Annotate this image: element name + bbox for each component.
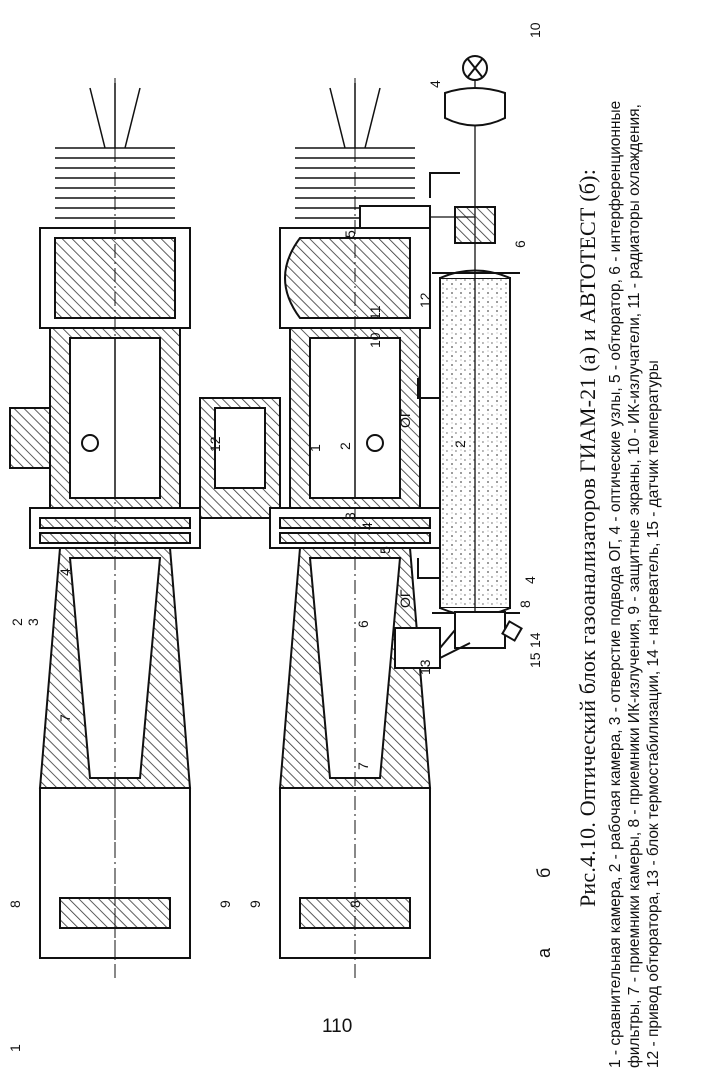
technical-drawing: 1 2 3 4 7 8 9 12 1 2 3 4 5 6 7 8 9 10 11: [7, 22, 554, 1052]
label-b-4: 4: [522, 576, 538, 584]
label-part-12: 12: [207, 436, 223, 452]
label-b-4-right: 4: [427, 80, 443, 88]
subfigure-label-a: а: [534, 947, 554, 958]
label-b-5: 5: [342, 230, 358, 238]
legend-line: 1 - сравнительная камера, 2 - рабочая ка…: [607, 100, 624, 1068]
analyzer-b-scheme: [359, 55, 523, 669]
label-part-2b: 2: [337, 442, 353, 450]
figure-legend: 1 - сравнительная камера, 2 - рабочая ка…: [606, 8, 663, 1068]
part-labels-a: 1 2 3 4 7 8 9 12 1 2 3 4 5 6 7 8 9 10 11: [7, 305, 393, 1052]
label-b-2: 2: [452, 440, 468, 448]
label-b-10: 10: [527, 22, 543, 38]
label-og-2: ОГ: [397, 409, 413, 428]
label-b-15: 15: [527, 652, 543, 668]
label-part-9b: 9: [247, 900, 263, 908]
label-b-6: 6: [512, 240, 528, 248]
label-part-3: 3: [25, 618, 41, 626]
label-og-1: ОГ: [397, 589, 413, 608]
label-part-11: 11: [367, 305, 383, 320]
label-part-4: 4: [57, 568, 73, 576]
label-part-1b: 1: [307, 444, 323, 452]
analyzer-a-lower: [269, 78, 441, 978]
shutter-drive-12: [199, 397, 281, 519]
label-part-7b: 7: [355, 762, 371, 770]
part-labels-b: 2 4 5 6 8 10 12 13 14 15 4 ОГ ОГ: [342, 22, 543, 675]
label-b-14: 14: [527, 632, 543, 648]
label-b-13: 13: [417, 659, 433, 675]
label-part-4b: 4: [359, 522, 375, 530]
page-number: 110: [322, 1016, 353, 1037]
analyzer-a-upper: [9, 78, 201, 978]
label-part-3b: 3: [342, 512, 358, 520]
label-part-6b: 6: [355, 620, 371, 628]
label-part-2: 2: [9, 618, 25, 626]
label-part-5b: 5: [377, 546, 393, 554]
label-part-9: 9: [217, 900, 233, 908]
legend-line: 12 - привод обтюратора, 13 - блок термос…: [645, 360, 662, 1068]
label-part-8b: 8: [347, 900, 363, 908]
label-part-1: 1: [7, 1044, 23, 1052]
label-part-10: 10: [367, 332, 383, 348]
label-b-12: 12: [417, 292, 433, 308]
label-part-8: 8: [7, 900, 23, 908]
legend-line: фильтры, 7 - приемники камеры, 8 - прием…: [626, 104, 643, 1068]
label-part-7: 7: [57, 714, 73, 722]
label-b-8: 8: [517, 600, 533, 608]
subfigure-label-b: б: [534, 868, 554, 878]
figure-caption-title: Рис.4.10. Оптический блок газоанализатор…: [575, 168, 600, 908]
